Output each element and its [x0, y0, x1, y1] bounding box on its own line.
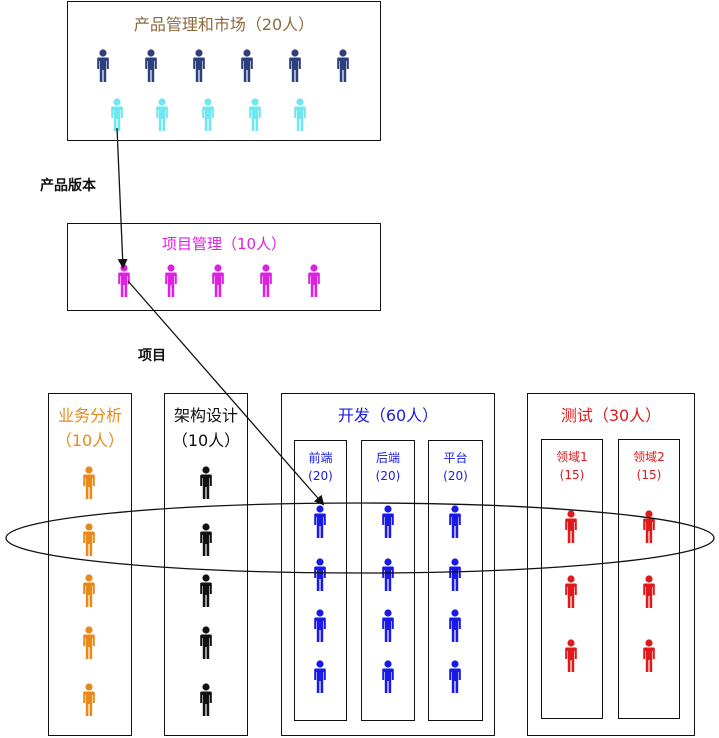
person-icon	[382, 558, 394, 591]
person-icon	[314, 609, 326, 642]
test-team-domain1: 领域1 (15)	[541, 439, 603, 719]
person-icon	[565, 639, 577, 672]
person-icon	[294, 98, 306, 131]
person-icon	[165, 264, 177, 297]
person-icon	[202, 98, 214, 131]
person-icon	[83, 523, 95, 556]
test-team-domain1-count: (15)	[559, 468, 585, 482]
person-icon	[193, 49, 205, 82]
person-icon	[565, 510, 577, 543]
person-icon	[200, 574, 212, 607]
project-group-title: 项目管理（10人）	[161, 235, 287, 253]
person-icon	[643, 575, 655, 608]
person-icon	[449, 660, 461, 693]
person-icon	[200, 523, 212, 556]
person-icon	[145, 49, 157, 82]
person-icon	[200, 683, 212, 716]
dev-team-platform-name: 平台	[443, 451, 468, 465]
person-icon	[337, 49, 349, 82]
architecture-group-count: （10人）	[171, 431, 241, 450]
person-icon	[449, 505, 461, 538]
dev-team-platform-count: (20)	[443, 469, 468, 483]
product-group-box: 产品管理和市场（20人）	[67, 1, 381, 141]
person-icon	[643, 639, 655, 672]
person-icon	[314, 505, 326, 538]
person-icon	[314, 660, 326, 693]
test-team-domain1-name: 领域1	[556, 450, 588, 464]
person-icon	[200, 626, 212, 659]
person-icon	[382, 505, 394, 538]
dev-team-backend-name: 后端	[375, 451, 400, 465]
person-icon	[156, 98, 168, 131]
architecture-group-title: 架构设计	[173, 406, 238, 425]
person-icon	[260, 264, 272, 297]
dev-team-platform: 平台 (20)	[428, 440, 483, 721]
dev-group-title: 开发（60人）	[337, 406, 439, 425]
person-icon	[565, 575, 577, 608]
dev-team-backend: 后端 (20)	[361, 440, 415, 721]
business-group-count: （10人）	[55, 431, 125, 450]
product-group-title: 产品管理和市场（20人）	[133, 15, 315, 34]
test-team-domain2-name: 领域2	[633, 450, 665, 464]
person-icon	[249, 98, 261, 131]
dev-team-backend-count: (20)	[375, 469, 401, 483]
person-icon	[111, 98, 123, 131]
test-team-domain2-count: (15)	[636, 468, 662, 482]
dev-team-frontend-name: 前端	[308, 451, 333, 465]
person-icon	[308, 264, 320, 297]
person-icon	[200, 466, 212, 499]
dev-team-frontend-count: (20)	[308, 469, 333, 483]
person-icon	[212, 264, 224, 297]
person-icon	[97, 49, 109, 82]
person-icon	[643, 510, 655, 543]
flow-label-project: 项目	[138, 348, 166, 364]
test-team-domain2: 领域2 (15)	[618, 439, 680, 719]
person-icon	[449, 609, 461, 642]
test-group-title: 测试（30人）	[560, 406, 662, 425]
person-icon	[314, 558, 326, 591]
person-icon	[449, 558, 461, 591]
person-icon	[289, 49, 301, 82]
flow-label-product-version: 产品版本	[40, 178, 96, 194]
person-icon	[382, 660, 394, 693]
person-icon	[83, 626, 95, 659]
person-icon	[241, 49, 253, 82]
person-icon	[83, 574, 95, 607]
person-icon	[382, 609, 394, 642]
test-group-box: 测试（30人） 领域1 (15) 领域2 (15)	[527, 393, 695, 736]
business-group-title: 业务分析	[57, 406, 122, 425]
person-icon	[83, 466, 95, 499]
person-icon	[118, 264, 130, 297]
person-icon	[83, 683, 95, 716]
